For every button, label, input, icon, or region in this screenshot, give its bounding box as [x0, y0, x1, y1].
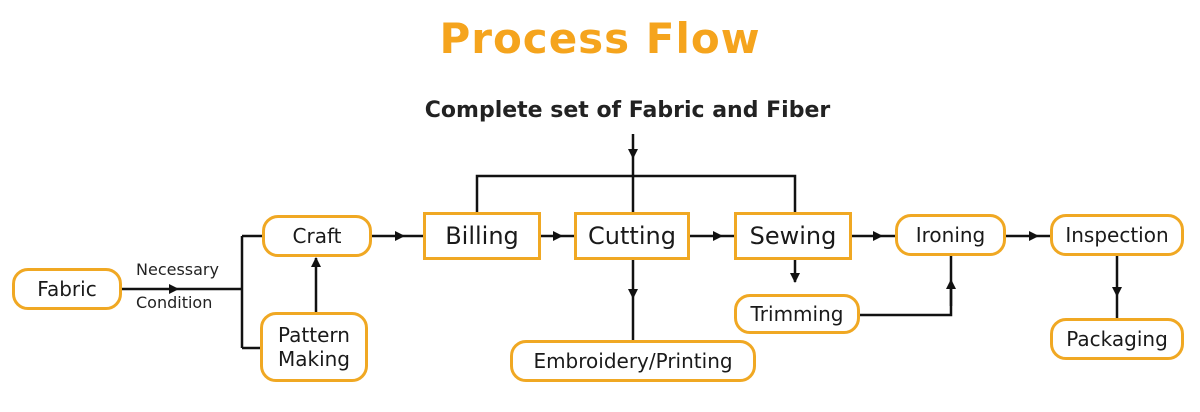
node-packaging: Packaging	[1050, 318, 1184, 360]
node-ironing: Ironing	[895, 214, 1006, 256]
edge-input-bracket	[475, 174, 797, 212]
node-embroidery-printing: Embroidery/Printing	[510, 340, 756, 382]
node-cutting: Cutting	[574, 212, 690, 260]
edge-trimming-to-ironing-a	[860, 284, 953, 317]
edge-label-necessary: Necessary	[136, 260, 219, 279]
node-craft: Craft	[262, 215, 372, 257]
page-title: Process Flow	[439, 14, 761, 63]
node-fabric: Fabric	[12, 268, 122, 310]
node-pattern-making: Pattern Making	[260, 312, 368, 382]
edge-label-condition: Condition	[136, 293, 213, 312]
node-trimming: Trimming	[734, 294, 860, 334]
node-billing: Billing	[423, 212, 541, 260]
input-label: Complete set of Fabric and Fiber	[424, 98, 831, 123]
node-sewing: Sewing	[734, 212, 852, 260]
node-inspection: Inspection	[1050, 214, 1184, 256]
